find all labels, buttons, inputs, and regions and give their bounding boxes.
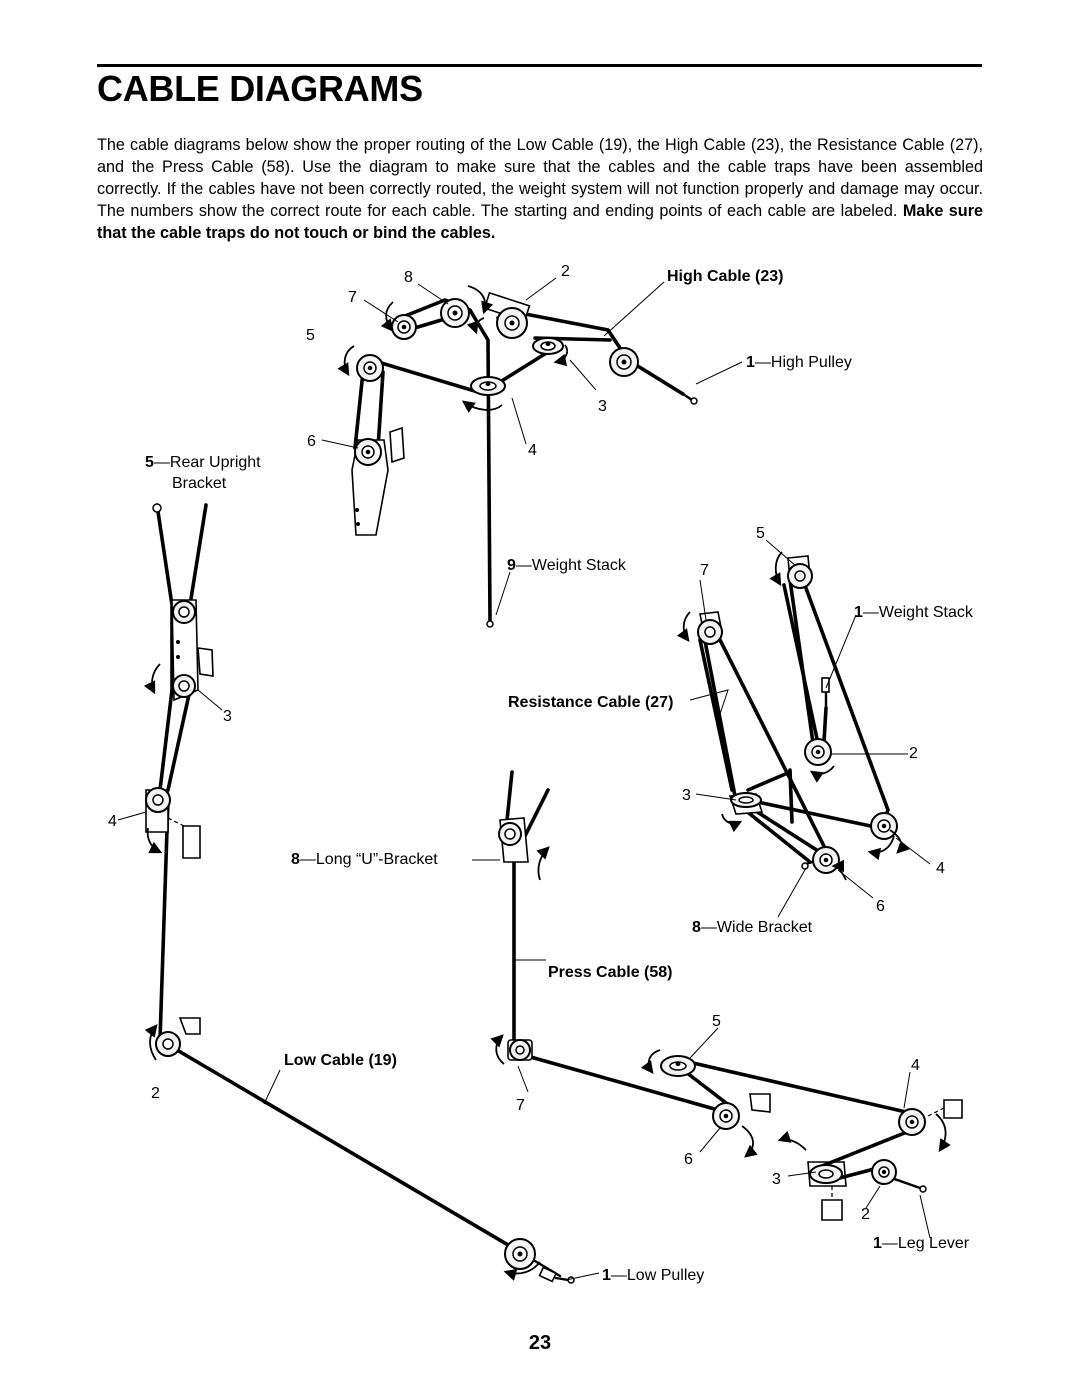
press-cable-start-label: 1—Leg Lever — [873, 1235, 970, 1252]
press-cable-step-7: 7 — [516, 1097, 525, 1114]
high-cable-end-label: 9—Weight Stack — [507, 557, 627, 574]
resistance-pulley-2 — [804, 738, 832, 766]
press-pulley-6 — [712, 1093, 771, 1130]
intro-text: The cable diagrams below show the proper… — [97, 136, 983, 220]
low-cable-end-label: 5—Rear Upright — [145, 454, 261, 471]
low-cable-end-label-2: Bracket — [172, 475, 227, 492]
high-cable-diagram: 8 7 5 2 3 4 6 High Cable (23) 1—High Pul… — [306, 263, 852, 628]
resistance-cable-title: Resistance Cable (27) — [508, 694, 673, 711]
resistance-cable-step-7: 7 — [700, 562, 709, 579]
low-pulley-1 — [504, 1238, 536, 1270]
low-pulley-4 — [145, 787, 201, 859]
press-cable-step-2: 2 — [861, 1206, 870, 1223]
high-cable-step-8: 8 — [404, 269, 413, 286]
press-cable-step-6: 6 — [684, 1151, 693, 1168]
low-cable-step-3: 3 — [223, 708, 232, 725]
high-pulley-8 — [440, 298, 470, 328]
press-pulley-7 — [507, 1039, 533, 1061]
resistance-pulley-4 — [870, 812, 898, 840]
high-cable-step-5: 5 — [306, 327, 315, 344]
resistance-cable-start-label: 1—Weight Stack — [854, 604, 974, 621]
resistance-cable-end-label: 8—Wide Bracket — [692, 919, 813, 936]
press-cable-title: Press Cable (58) — [548, 964, 673, 981]
press-pulley-5 — [660, 1055, 696, 1077]
resistance-cable-step-3: 3 — [682, 787, 691, 804]
high-pulley-7 — [391, 314, 417, 340]
resistance-pulley-5 — [787, 555, 813, 589]
low-cable-title: Low Cable (19) — [284, 1052, 397, 1069]
high-cable-step-3: 3 — [598, 398, 607, 415]
high-cable-step-6: 6 — [307, 433, 316, 450]
low-cable-step-4: 4 — [108, 813, 117, 830]
resistance-pulley-3 — [728, 792, 764, 815]
high-pulley-1 — [609, 347, 639, 377]
high-cable-step-7: 7 — [348, 289, 357, 306]
high-pulley-5 — [356, 354, 384, 382]
high-pulley-6 — [351, 426, 405, 536]
press-cable-diagram: Press Cable (58) 8—Long “U”-Bracket 5 4 … — [291, 770, 970, 1252]
title-rule — [97, 64, 982, 67]
low-cable-start-label: 1—Low Pulley — [602, 1267, 704, 1284]
page-title: CABLE DIAGRAMS — [97, 68, 423, 109]
resistance-cable-step-5: 5 — [756, 525, 765, 542]
low-cable-step-2: 2 — [151, 1085, 160, 1102]
press-pulley-3 — [807, 1161, 847, 1221]
low-pulley-3 — [171, 599, 214, 702]
low-cable-diagram: 3 4 2 Low Cable (19) 5—Rear Upright Brac… — [108, 454, 704, 1284]
high-pulley-2 — [483, 291, 531, 339]
press-cable-step-5: 5 — [712, 1013, 721, 1030]
resistance-cable-step-4: 4 — [936, 860, 945, 877]
press-cable-step-4: 4 — [911, 1057, 920, 1074]
intro-paragraph: The cable diagrams below show the proper… — [97, 134, 983, 244]
high-cable-step-2: 2 — [561, 263, 570, 280]
high-cable-step-4: 4 — [528, 442, 537, 459]
high-pulley-4 — [470, 376, 506, 396]
press-cable-end-label: 8—Long “U”-Bracket — [291, 851, 438, 868]
press-pulley-4 — [898, 1099, 963, 1136]
resistance-cable-step-6: 6 — [876, 898, 885, 915]
resistance-pulley-6 — [812, 846, 840, 874]
high-cable-title: High Cable (23) — [667, 268, 783, 285]
resistance-pulley-7 — [697, 611, 723, 645]
high-pulley-3 — [532, 337, 564, 355]
long-u-bracket — [498, 817, 529, 863]
page-number: 23 — [528, 1332, 552, 1354]
low-pulley-2 — [155, 1017, 201, 1057]
press-pulley-2 — [871, 1159, 897, 1185]
high-cable-start-label: 1—High Pulley — [746, 354, 852, 371]
resistance-cable-step-2: 2 — [909, 745, 918, 762]
press-cable-step-3: 3 — [772, 1171, 781, 1188]
resistance-cable-diagram: 5 7 2 3 4 6 Resistance Cable (27) 1—Weig… — [508, 525, 974, 936]
intro-warning: Make sure that the cable traps do not to… — [97, 202, 983, 242]
